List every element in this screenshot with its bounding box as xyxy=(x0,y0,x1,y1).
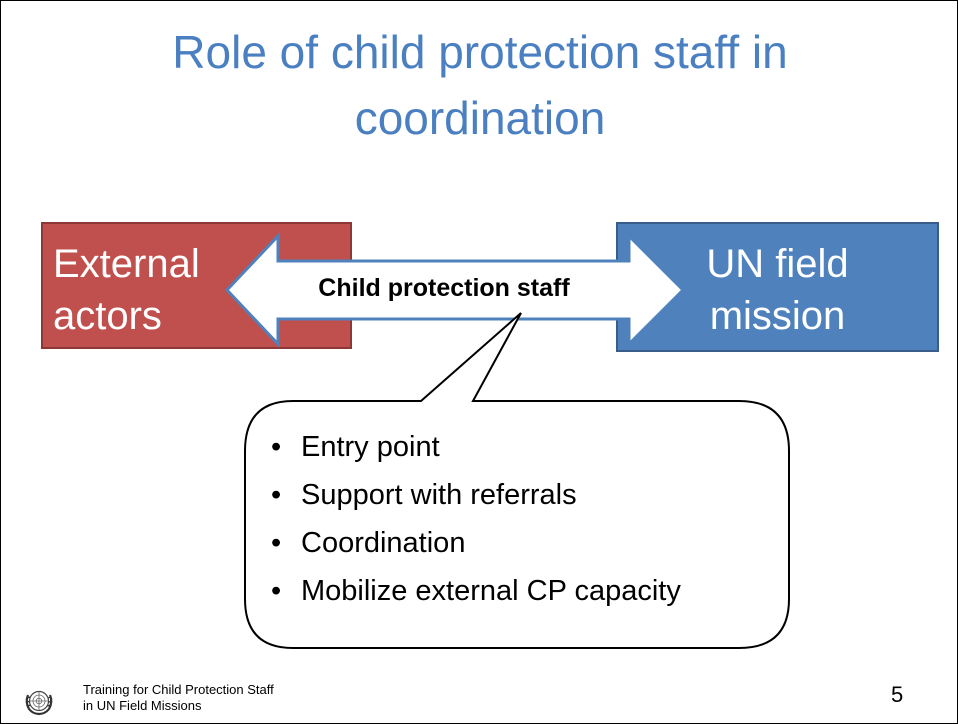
bullet-icon: • xyxy=(271,575,282,607)
callout-list: • Entry point • Support with referrals •… xyxy=(269,423,789,615)
double-arrow-shape xyxy=(224,232,686,348)
title-line-2: coordination xyxy=(354,92,606,144)
footer-line-1: Training for Child Protection Staff xyxy=(83,682,274,697)
external-actors-line-2: actors xyxy=(53,294,162,338)
list-item: • Mobilize external CP capacity xyxy=(269,567,789,615)
slide-title: Role of child protection staff in coordi… xyxy=(41,19,919,151)
page-number: 5 xyxy=(891,682,904,707)
list-item: • Support with referrals xyxy=(269,471,789,519)
list-item: • Entry point xyxy=(269,423,789,471)
callout-bubble xyxy=(244,312,790,649)
list-item-text: Entry point xyxy=(301,431,440,463)
un-field-mission-line-1: UN field xyxy=(706,242,849,286)
un-emblem-icon xyxy=(25,690,53,716)
list-item-text: Support with referrals xyxy=(301,479,577,511)
footer-text: Training for Child Protection Staff in U… xyxy=(83,682,274,714)
external-actors-line-1: External xyxy=(53,242,200,286)
bullet-icon: • xyxy=(271,479,282,511)
bullet-icon: • xyxy=(271,527,282,559)
title-line-1: Role of child protection staff in xyxy=(172,26,788,78)
un-field-mission-line-2: mission xyxy=(709,294,846,338)
arrow-label: Child protection staff xyxy=(318,274,570,302)
bullet-icon: • xyxy=(271,431,282,463)
footer-line-2: in UN Field Missions xyxy=(83,698,202,713)
list-item-text: Mobilize external CP capacity xyxy=(301,575,681,607)
list-item-text: Coordination xyxy=(301,527,466,559)
list-item: • Coordination xyxy=(269,519,789,567)
